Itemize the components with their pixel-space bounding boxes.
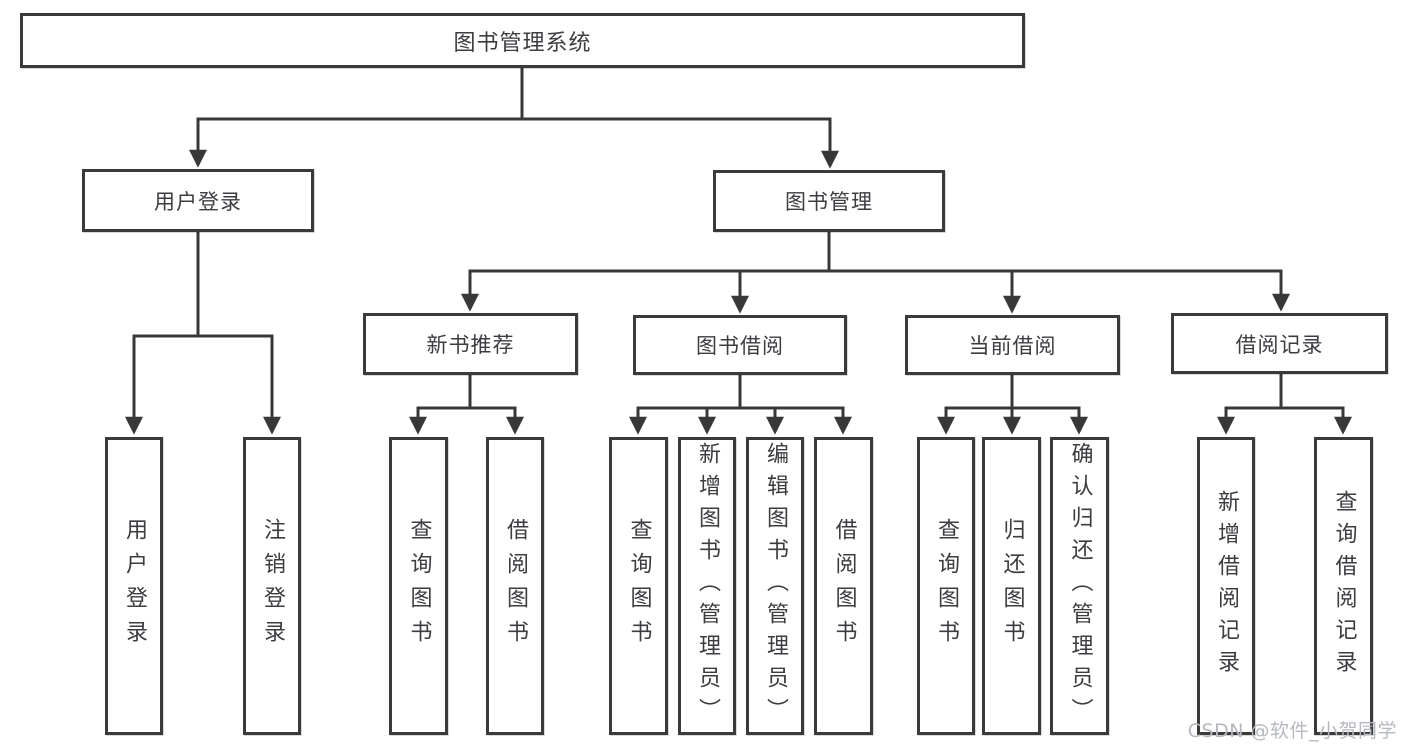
node-label: 图书借阅 <box>696 334 784 358</box>
leaf-confirm-return-admin: 确认归还（管理员） <box>1050 437 1109 735</box>
leaf-logout: 注销登录 <box>243 437 301 735</box>
node-label: 当前借阅 <box>968 334 1057 358</box>
node-label: 借阅记录 <box>1235 332 1324 357</box>
node-label: 新增图书（管理员） <box>695 442 720 730</box>
node-label: 借阅图书 <box>831 518 857 654</box>
leaf-query-book-3: 查询图书 <box>917 437 975 735</box>
leaf-borrow-book-1: 借阅图书 <box>486 437 544 735</box>
node-book-management: 图书管理 <box>713 170 945 232</box>
node-label: 归还图书 <box>999 518 1025 654</box>
node-label: 借阅图书 <box>503 518 528 654</box>
node-label: 查询图书 <box>626 518 652 654</box>
node-library-management-system: 图书管理系统 <box>20 13 1025 68</box>
node-label: 查询图书 <box>406 518 432 654</box>
node-user-login: 用户登录 <box>82 169 314 232</box>
node-book-borrow: 图书借阅 <box>633 315 847 375</box>
node-label: 新增借阅记录 <box>1214 490 1239 682</box>
node-label: 注销登录 <box>260 518 285 654</box>
csdn-watermark: CSDN @软件_小贺同学 <box>1187 720 1397 742</box>
leaf-borrow-book-2: 借阅图书 <box>814 437 873 735</box>
node-label: 确认归还（管理员） <box>1067 442 1093 730</box>
node-new-book-recommend: 新书推荐 <box>363 313 578 375</box>
node-label: 新书推荐 <box>426 333 515 357</box>
leaf-query-book-2: 查询图书 <box>609 437 668 735</box>
leaf-add-borrow-record: 新增借阅记录 <box>1197 437 1255 735</box>
node-label: 编辑图书（管理员） <box>763 442 788 730</box>
leaf-user-login: 用户登录 <box>105 437 163 735</box>
node-label: 用户登录 <box>122 518 147 654</box>
node-label: 图书管理系统 <box>453 30 592 56</box>
leaf-return-book: 归还图书 <box>982 437 1041 735</box>
leaf-query-book-1: 查询图书 <box>389 437 448 735</box>
node-label: 查询借阅记录 <box>1331 490 1357 682</box>
node-label: 图书管理 <box>785 190 873 214</box>
leaf-edit-book-admin: 编辑图书（管理员） <box>746 437 804 735</box>
node-borrow-records: 借阅记录 <box>1171 313 1388 374</box>
node-label: 查询图书 <box>934 518 959 654</box>
leaf-query-borrow-record: 查询借阅记录 <box>1314 437 1373 735</box>
node-current-borrow: 当前借阅 <box>905 315 1120 375</box>
leaf-add-book-admin: 新增图书（管理员） <box>678 437 736 735</box>
node-label: 用户登录 <box>154 189 242 214</box>
